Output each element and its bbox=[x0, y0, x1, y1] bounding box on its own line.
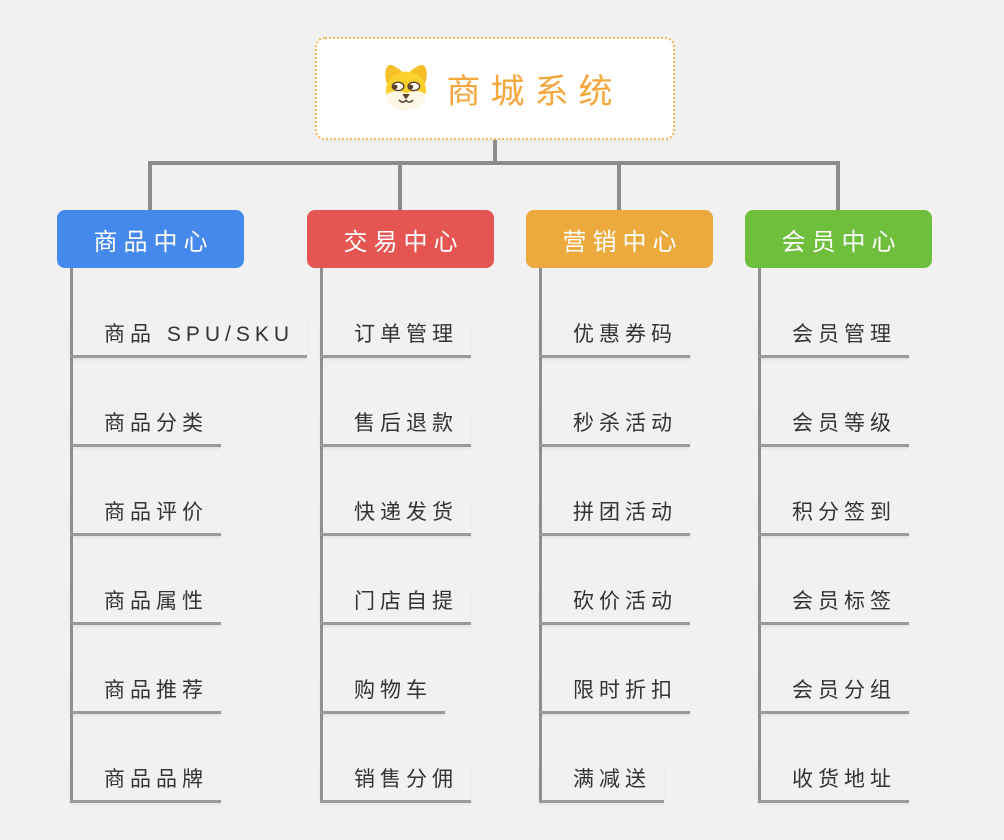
leaf-node[interactable]: 会员等级 bbox=[758, 408, 909, 447]
leaf-node[interactable]: 商品 SPU/SKU bbox=[70, 319, 308, 358]
leaf-node[interactable]: 积分签到 bbox=[758, 497, 909, 536]
leaf-node[interactable]: 收货地址 bbox=[758, 764, 909, 803]
connector-drop-member bbox=[836, 165, 840, 210]
branch-marketing-center: 营销中心 优惠券码 秒杀活动 拼团活动 砍价活动 限时折扣 满减送 bbox=[526, 210, 713, 810]
leaf-node[interactable]: 商品评价 bbox=[70, 497, 221, 536]
leaf-node[interactable]: 会员分组 bbox=[758, 675, 909, 714]
branch-node-product-center[interactable]: 商品中心 bbox=[57, 210, 244, 268]
leaf-node[interactable]: 会员管理 bbox=[758, 319, 909, 358]
root-node-label: 商城系统 bbox=[446, 73, 623, 111]
leaf-node[interactable]: 购物车 bbox=[320, 675, 445, 714]
leaf-node[interactable]: 满减送 bbox=[539, 764, 664, 803]
leaf-node[interactable]: 会员标签 bbox=[758, 586, 909, 625]
root-node-mall-system[interactable]: 商城系统 bbox=[315, 37, 675, 140]
connector-drop-trade bbox=[398, 165, 402, 210]
branch-node-trade-center[interactable]: 交易中心 bbox=[307, 210, 494, 268]
branch-member-center: 会员中心 会员管理 会员等级 积分签到 会员标签 会员分组 收货地址 bbox=[745, 210, 932, 810]
leaf-node[interactable]: 快递发货 bbox=[320, 497, 471, 536]
leaf-node[interactable]: 销售分佣 bbox=[320, 764, 471, 803]
leaf-node[interactable]: 商品属性 bbox=[70, 586, 221, 625]
connector-root-drop bbox=[493, 140, 497, 163]
branch-node-marketing-center[interactable]: 营销中心 bbox=[526, 210, 713, 268]
leaf-node[interactable]: 售后退款 bbox=[320, 408, 471, 447]
connector-horizontal bbox=[148, 161, 840, 165]
leaf-node[interactable]: 门店自提 bbox=[320, 586, 471, 625]
leaf-node[interactable]: 拼团活动 bbox=[539, 497, 690, 536]
leaf-node[interactable]: 商品分类 bbox=[70, 408, 221, 447]
leaf-node[interactable]: 限时折扣 bbox=[539, 675, 690, 714]
leaf-node[interactable]: 秒杀活动 bbox=[539, 408, 690, 447]
leaf-node[interactable]: 商品推荐 bbox=[70, 675, 221, 714]
dog-face-icon bbox=[378, 62, 434, 116]
branch-product-center: 商品中心 商品 SPU/SKU 商品分类 商品评价 商品属性 商品推荐 商品品牌 bbox=[57, 210, 308, 810]
leaf-node[interactable]: 砍价活动 bbox=[539, 586, 690, 625]
leaf-node[interactable]: 订单管理 bbox=[320, 319, 471, 358]
leaf-node[interactable]: 优惠券码 bbox=[539, 319, 690, 358]
connector-drop-marketing bbox=[617, 165, 621, 210]
branch-trade-center: 交易中心 订单管理 售后退款 快递发货 门店自提 购物车 销售分佣 bbox=[307, 210, 494, 810]
connector-drop-product bbox=[148, 165, 152, 210]
leaf-node[interactable]: 商品品牌 bbox=[70, 764, 221, 803]
branch-node-member-center[interactable]: 会员中心 bbox=[745, 210, 932, 268]
